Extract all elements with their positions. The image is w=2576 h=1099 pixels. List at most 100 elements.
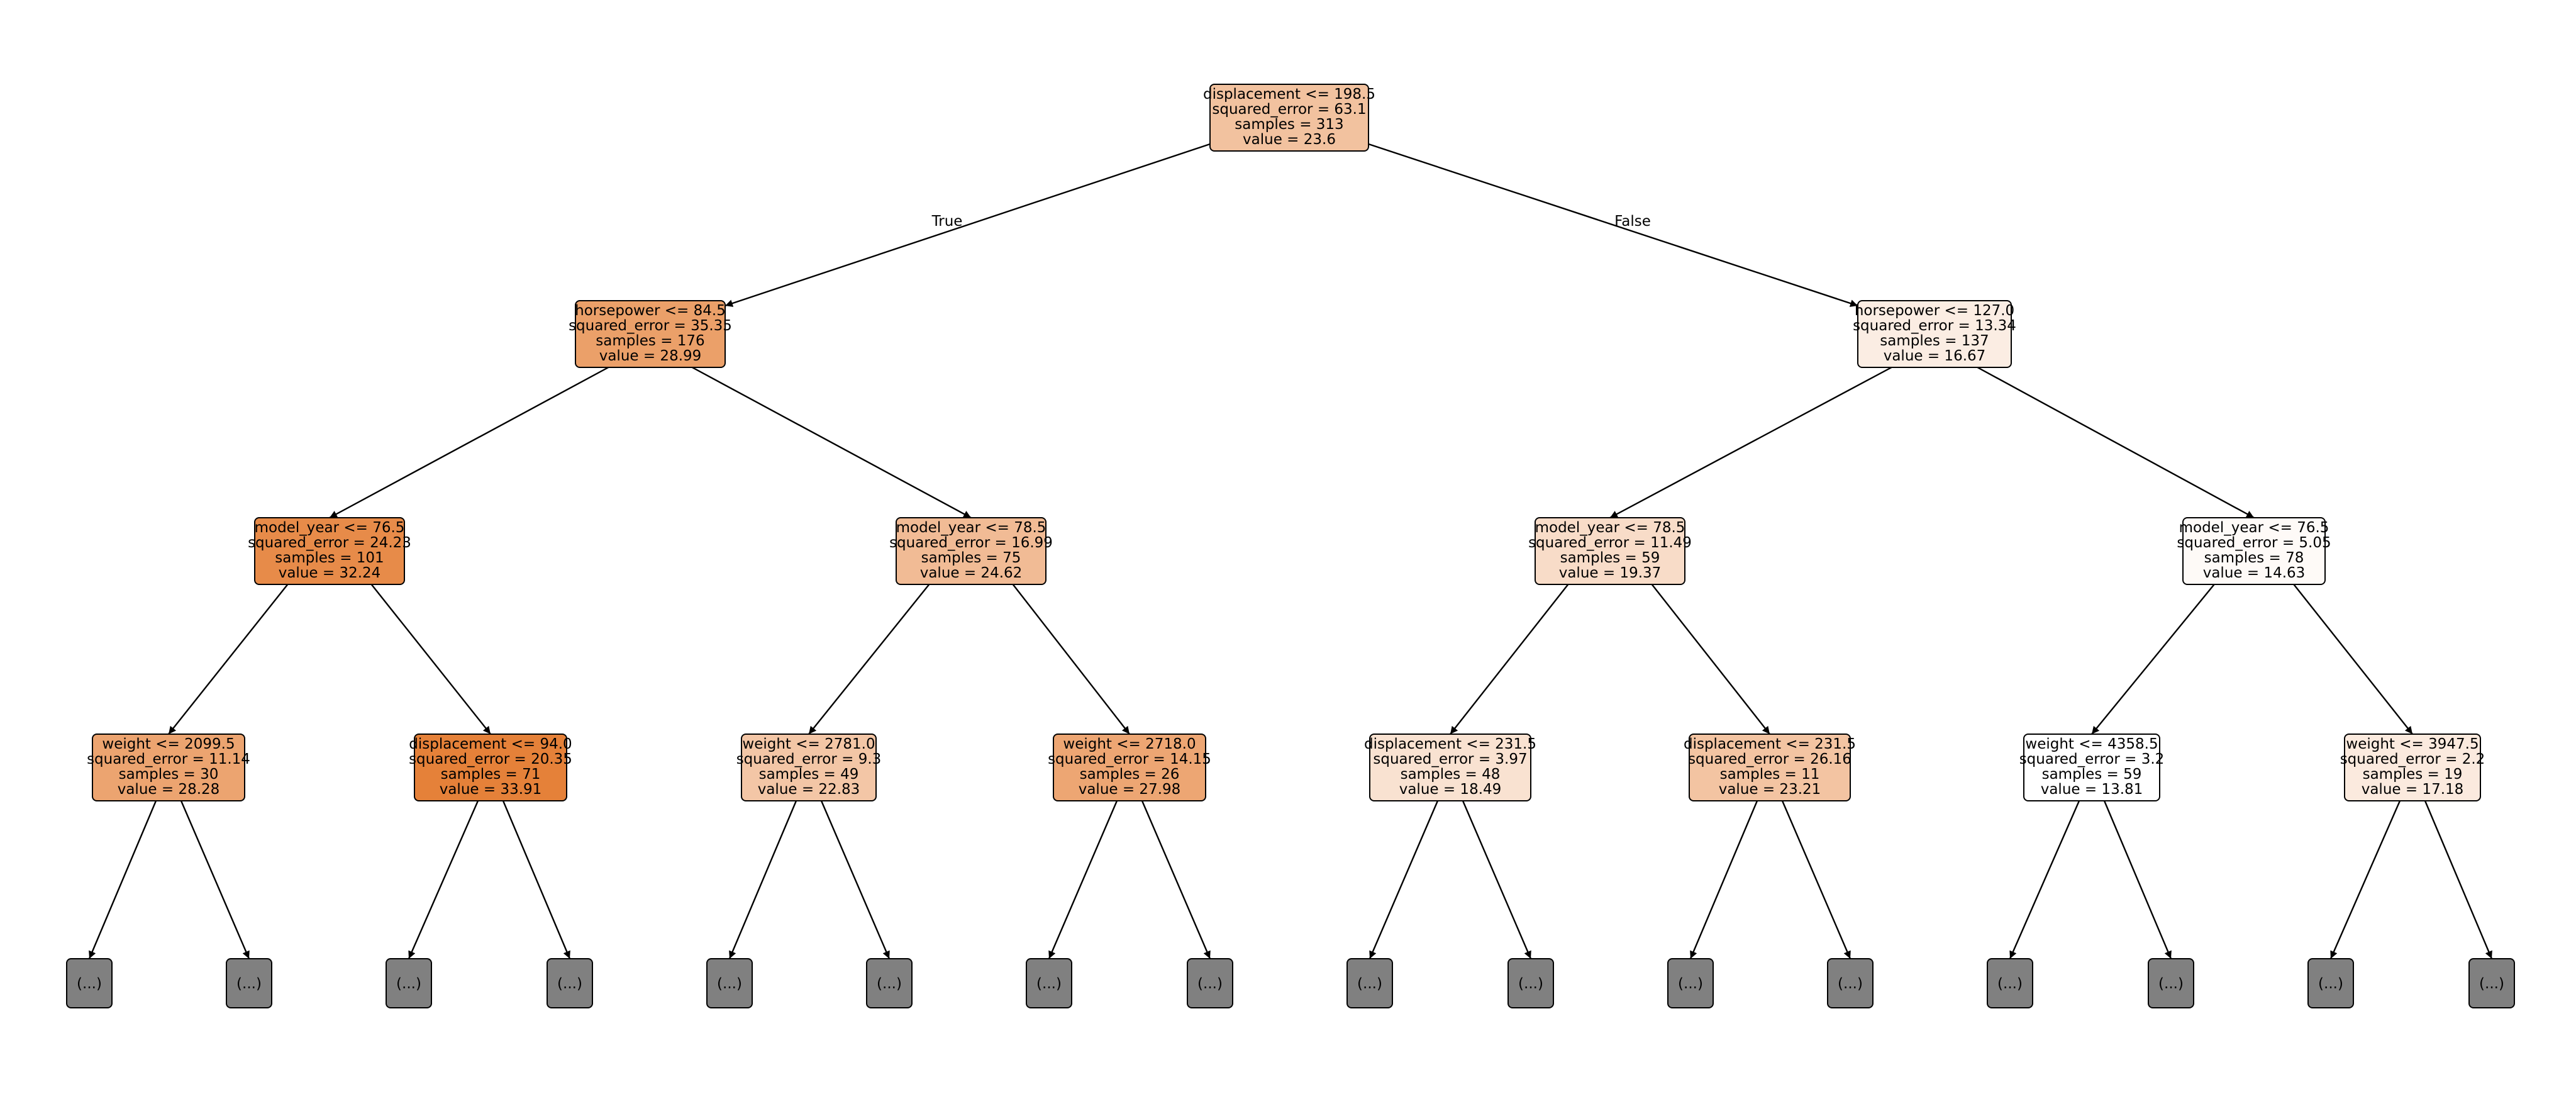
node-line: samples = 137 [1880, 333, 1989, 349]
node-line: squared_error = 9.3 [736, 751, 882, 767]
truncated-leaf: (...) [1827, 958, 1874, 1008]
truncated-leaf: (...) [2148, 958, 2194, 1008]
edge-n9-leaf-left [728, 800, 797, 959]
truncated-leaf-label: (...) [877, 976, 902, 992]
node-line: horsepower <= 84.5 [575, 303, 726, 319]
edge-n13-leaf-right [2103, 800, 2172, 959]
truncated-leaf-box [866, 958, 913, 1008]
node-line: squared_error = 63.1 [1212, 101, 1366, 118]
node-line: value = 32.24 [279, 565, 381, 581]
edge-label-false: False [1614, 213, 1651, 230]
node-line: weight <= 3947.5 [2346, 736, 2479, 752]
node-line: squared_error = 20.35 [409, 751, 572, 767]
node-line: samples = 59 [1560, 550, 1660, 566]
edge-n5-n12 [1651, 584, 1770, 735]
node-box [1053, 734, 1206, 801]
node-box [1209, 84, 1369, 152]
node-box [414, 734, 567, 801]
node-line: squared_error = 24.23 [248, 535, 411, 551]
edge-n6-n13 [2091, 584, 2215, 735]
node-line: squared_error = 11.49 [1528, 535, 1692, 551]
truncated-leaf-box [1827, 958, 1874, 1008]
truncated-leaf-label: (...) [2158, 976, 2184, 992]
edge-n7-leaf-right [180, 800, 250, 959]
node-line: value = 22.83 [758, 781, 860, 798]
truncated-leaf-label: (...) [2479, 976, 2504, 992]
node-line: value = 17.18 [2362, 781, 2464, 798]
edge-n6-n14 [2293, 584, 2413, 735]
edge-n5-n11 [1450, 584, 1569, 735]
node-box [741, 734, 877, 801]
node-line: value = 16.67 [1884, 348, 1986, 364]
node-box [2182, 517, 2326, 585]
edge-n3-n7 [168, 584, 289, 735]
truncated-leaf: (...) [386, 958, 432, 1008]
truncated-leaf-label: (...) [77, 976, 102, 992]
edge-n12-leaf-left [1689, 800, 1758, 959]
truncated-leaf-label: (...) [1357, 976, 1382, 992]
node-line: samples = 176 [596, 333, 704, 349]
node-line: model_year <= 78.5 [1535, 520, 1685, 536]
node-line: displacement <= 198.5 [1203, 86, 1375, 103]
truncated-leaf-box [706, 958, 753, 1008]
node-line: weight <= 2781.0 [742, 736, 875, 752]
node-box [254, 517, 405, 585]
truncated-leaf-box [1026, 958, 1072, 1008]
truncated-leaf-box [66, 958, 113, 1008]
edge-n1-n4 [692, 366, 972, 519]
edge-n10-leaf-left [1048, 800, 1118, 959]
edge-n14-leaf-left [2329, 800, 2401, 959]
edge-n0-n1 [724, 143, 1211, 307]
truncated-leaf: (...) [1187, 958, 1233, 1008]
truncated-leaf: (...) [2307, 958, 2354, 1008]
node-box [2344, 734, 2481, 801]
node-line: value = 18.49 [1399, 781, 1502, 798]
truncated-leaf: (...) [66, 958, 113, 1008]
node-box [896, 517, 1046, 585]
node-line: samples = 71 [441, 766, 541, 783]
truncated-leaf: (...) [1667, 958, 1714, 1008]
truncated-leaf-label: (...) [2318, 976, 2343, 992]
node-box [1857, 300, 2012, 368]
edge-n0-n2 [1368, 143, 1858, 307]
truncated-leaf-label: (...) [1678, 976, 1703, 992]
edge-n3-n8 [370, 584, 491, 735]
truncated-leaf-label: (...) [557, 976, 582, 992]
edge-n4-n9 [808, 584, 930, 735]
node-line: value = 27.98 [1079, 781, 1181, 798]
truncated-leaf-label: (...) [1997, 976, 2023, 992]
node-line: squared_error = 13.34 [1853, 318, 2016, 334]
truncated-leaf-box [2468, 958, 2515, 1008]
edge-n13-leaf-left [2009, 800, 2080, 959]
node-line: weight <= 2718.0 [1063, 736, 1196, 752]
truncated-leaf: (...) [1507, 958, 1554, 1008]
node-line: weight <= 2099.5 [102, 736, 235, 752]
edge-n9-leaf-right [820, 800, 891, 959]
truncated-leaves: (...) (...) (...) (...) (...) (...) (...) (...)… [66, 958, 2515, 1008]
edge-n2-n6 [1977, 366, 2255, 519]
node-line: squared_error = 2.2 [2340, 751, 2485, 767]
node-line: samples = 78 [2204, 550, 2304, 566]
node-line: squared_error = 14.15 [1048, 751, 1211, 767]
node-line: model_year <= 76.5 [2179, 520, 2329, 536]
edge-n11-leaf-left [1368, 800, 1439, 959]
edge-n8-leaf-right [502, 800, 571, 959]
edge-n4-n10 [1012, 584, 1130, 735]
truncated-leaf-label: (...) [396, 976, 421, 992]
node-line: samples = 30 [119, 766, 219, 783]
truncated-leaf-label: (...) [1518, 976, 1543, 992]
node-line: squared_error = 26.16 [1688, 751, 1852, 767]
edge-label-true: True [931, 213, 963, 230]
truncated-leaf: (...) [866, 958, 913, 1008]
